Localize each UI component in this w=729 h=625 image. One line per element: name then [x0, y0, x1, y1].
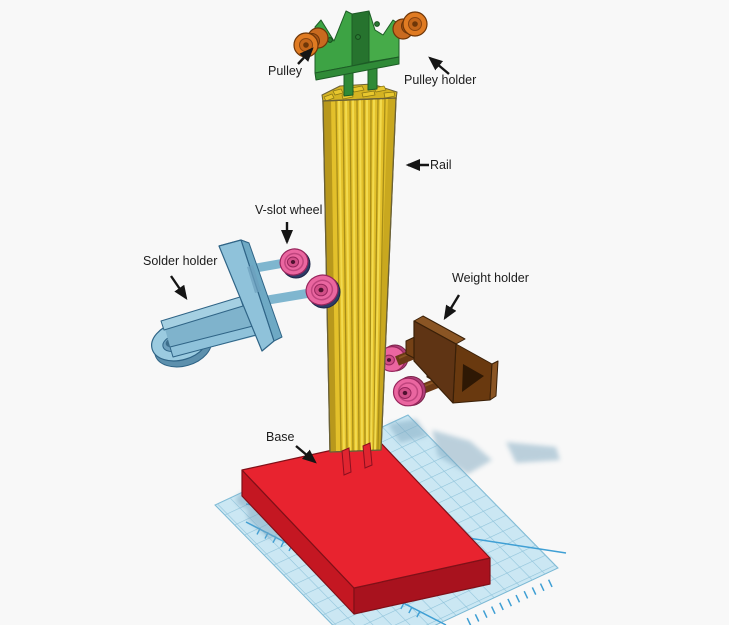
- pulley-holder-3d-model[interactable]: [314, 10, 400, 97]
- v-slot-wheel-weight-lower[interactable]: [392, 376, 426, 407]
- label-rail: Rail: [430, 158, 452, 172]
- label-pulley-holder: Pulley holder: [404, 73, 477, 87]
- label-solder-holder: Solder holder: [143, 254, 218, 268]
- label-pulley: Pulley: [268, 64, 303, 78]
- base-3d-model[interactable]: [241, 439, 491, 615]
- weight-holder-3d-model[interactable]: [395, 315, 499, 404]
- v-slot-wheel-lower[interactable]: [302, 271, 342, 309]
- annotation-arrows: [170, 47, 461, 464]
- label-weight-holder: Weight holder: [452, 271, 529, 285]
- label-v-slot-wheel: V-slot wheel: [255, 203, 323, 217]
- arrow-pulley-holder: [428, 56, 450, 75]
- arrow-pulley: [297, 47, 314, 65]
- arrow-weight-holder: [443, 294, 461, 321]
- pulley-right[interactable]: [392, 11, 428, 40]
- v-slot-wheel-upper[interactable]: [277, 245, 312, 279]
- base-pegs[interactable]: [341, 442, 373, 476]
- arrow-base: [295, 445, 317, 464]
- rail-3d-model[interactable]: [321, 83, 398, 453]
- arrow-solder-holder: [170, 275, 188, 300]
- solder-holder-3d-model[interactable]: [147, 239, 317, 373]
- label-base: Base: [266, 430, 295, 444]
